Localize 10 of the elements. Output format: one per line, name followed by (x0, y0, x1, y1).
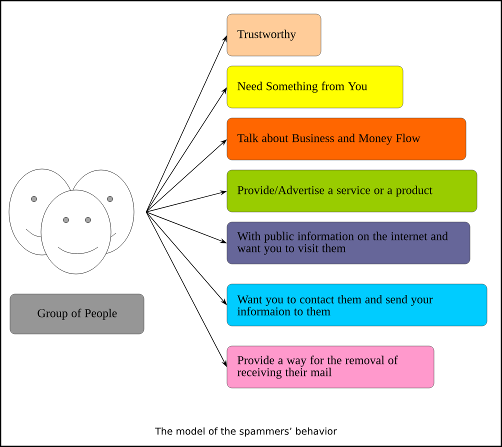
text-box: Talk about Business and Money Flow (226, 118, 466, 160)
text-box: Want you to contact them and send your informaion to them (226, 284, 488, 326)
text-box: Group of People (10, 294, 144, 334)
text-box: Provide/Advertise a service or a product (226, 170, 478, 212)
faces-drawing (8, 168, 134, 274)
text-box: With public information on the internet and want you to visit them (226, 222, 470, 264)
caption: The model of the spammers’ behavior (155, 427, 337, 437)
text-box: Provide a way for the removal of receiving their mail (226, 346, 434, 388)
text-box: Trustworthy (226, 14, 322, 56)
text-box: Need Something from You (226, 66, 404, 108)
